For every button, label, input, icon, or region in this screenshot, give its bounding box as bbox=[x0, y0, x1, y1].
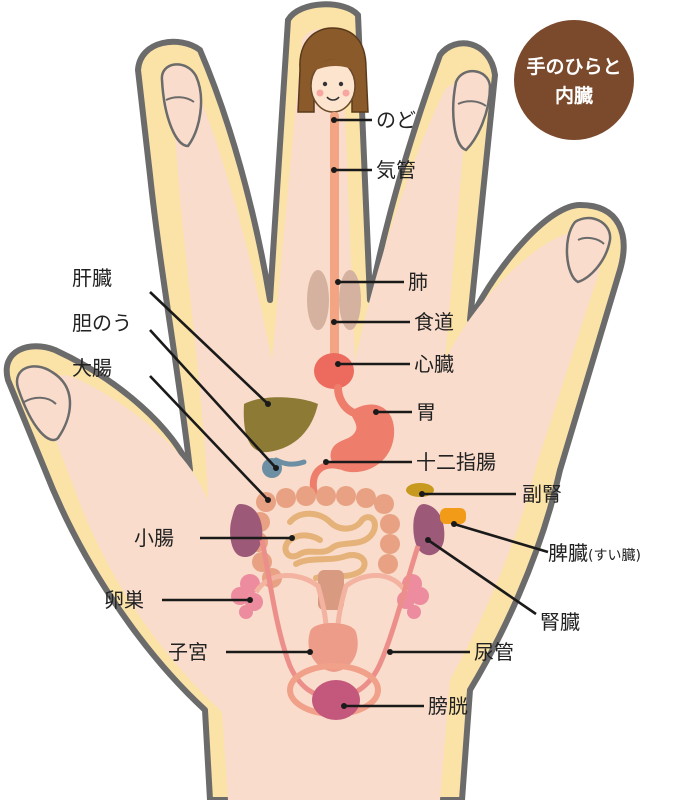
ring-finger-tip bbox=[452, 70, 492, 152]
label-nodo: のど bbox=[376, 108, 416, 132]
badge-line1: 手のひらと bbox=[526, 55, 621, 78]
label-suizo-note: (すい臓) bbox=[588, 548, 641, 564]
leader-tannou bbox=[149, 329, 277, 469]
label-juunishicho: 十二指腸 bbox=[416, 450, 496, 474]
label-shokudo: 食道 bbox=[414, 310, 454, 334]
label-fukujin: 副腎 bbox=[522, 482, 562, 506]
title-badge: 手のひらと 内臓 bbox=[514, 20, 634, 140]
leader-kanzo bbox=[149, 291, 269, 405]
esophagus-tube bbox=[330, 112, 339, 362]
palm-area bbox=[40, 28, 601, 800]
label-tannou: 胆のう bbox=[72, 311, 132, 335]
leader-daicho bbox=[149, 375, 269, 501]
label-shinzo: 心臓 bbox=[414, 352, 454, 376]
kidney-left bbox=[230, 504, 263, 558]
finger-tips bbox=[15, 63, 612, 442]
bladder bbox=[312, 680, 360, 720]
liver bbox=[243, 397, 318, 453]
organ-labels: のど 気管 肺 食道 心臓 胃 十二指腸 肝臓 胆のう 大腸 小腸 副腎 脾臓(… bbox=[72, 108, 641, 718]
label-shocho: 小腸 bbox=[134, 526, 174, 550]
uterus bbox=[308, 623, 358, 672]
label-ransou: 卵巣 bbox=[104, 588, 144, 612]
girl-face bbox=[297, 27, 369, 113]
badge-circle bbox=[514, 20, 634, 140]
lung-right bbox=[339, 270, 361, 330]
heart bbox=[314, 353, 354, 389]
label-boukou: 膀胱 bbox=[428, 694, 468, 718]
organs bbox=[230, 112, 466, 720]
kidney-right bbox=[413, 504, 445, 556]
badge-line2: 内臓 bbox=[555, 84, 593, 107]
colon-descending bbox=[318, 570, 344, 610]
leader-lines bbox=[149, 117, 549, 709]
pinky-tip bbox=[565, 216, 612, 284]
finger-creases bbox=[23, 96, 605, 405]
pancreas bbox=[440, 508, 466, 524]
label-daicho: 大腸 bbox=[72, 356, 112, 380]
label-jinzo: 腎臓 bbox=[540, 610, 580, 634]
label-i: 胃 bbox=[416, 400, 436, 424]
label-suizo-main: 脾臓 bbox=[548, 541, 588, 565]
label-kanzo: 肝臓 bbox=[72, 266, 112, 290]
index-finger-tip bbox=[160, 63, 203, 148]
leader-jinzo bbox=[427, 538, 537, 616]
hand-illustration bbox=[3, 1, 627, 800]
ureter-left bbox=[259, 539, 331, 701]
lung-left bbox=[307, 270, 329, 330]
label-kikan: 気管 bbox=[376, 158, 416, 182]
label-suizo: 脾臓(すい臓) bbox=[548, 541, 641, 565]
duodenum bbox=[309, 461, 344, 496]
label-hai: 肺 bbox=[408, 270, 428, 294]
leader-suizo bbox=[453, 522, 549, 554]
thumb-tip bbox=[15, 365, 72, 442]
label-nyokan: 尿管 bbox=[474, 640, 514, 664]
stomach bbox=[330, 404, 395, 473]
label-shikyu: 子宮 bbox=[168, 640, 208, 664]
gallbladder bbox=[262, 458, 282, 478]
